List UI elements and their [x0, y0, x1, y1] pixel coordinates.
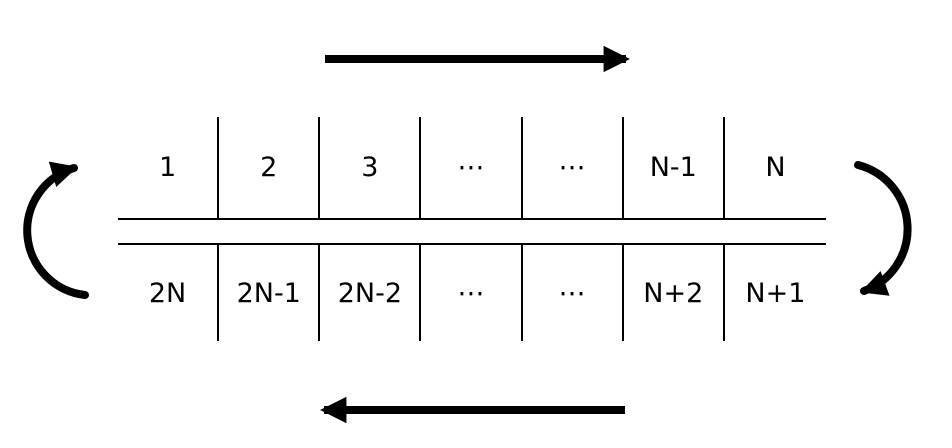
left-wrap-curved-arrow-icon: [23, 161, 89, 299]
belt-divider-gap: [118, 220, 826, 243]
belt-cell-bottom-2n: 2N: [118, 245, 220, 341]
belt-cell-bottom-2n-minus-1: 2N-1: [219, 245, 321, 341]
belt-cell-top-2: 2: [219, 117, 321, 218]
belt-cell-top-n-minus-1: N-1: [624, 117, 725, 218]
belt-cell-bottom-ellipsis-1: ⋯: [421, 245, 523, 341]
belt-bottom-row: 2N 2N-1 2N-2 ⋯ ⋯ N+2 N+1: [118, 243, 826, 341]
right-wrap-curved-arrow-icon: [854, 161, 912, 296]
belt-cell-bottom-n-plus-2: N+2: [624, 245, 725, 341]
belt-cell-bottom-2n-minus-2: 2N-2: [320, 245, 422, 341]
belt-cell-top-n: N: [765, 152, 786, 183]
belt-cell-top-1: 1: [118, 117, 220, 218]
belt-cell-top-ellipsis-1: ⋯: [421, 117, 523, 218]
belt-top-row: 1 2 3 ⋯ ⋯ N-1 N: [118, 117, 826, 220]
belt-cell-top-3: 3: [320, 117, 422, 218]
belt: 1 2 3 ⋯ ⋯ N-1 N 2N 2N-1 2N-2 ⋯ ⋯ N+2 N+1: [118, 117, 826, 341]
belt-cell-bottom-ellipsis-2: ⋯: [523, 245, 624, 341]
belt-cell-top-ellipsis-2: ⋯: [523, 117, 624, 218]
belt-cell-bottom-n-plus-1: N+1: [745, 277, 806, 309]
